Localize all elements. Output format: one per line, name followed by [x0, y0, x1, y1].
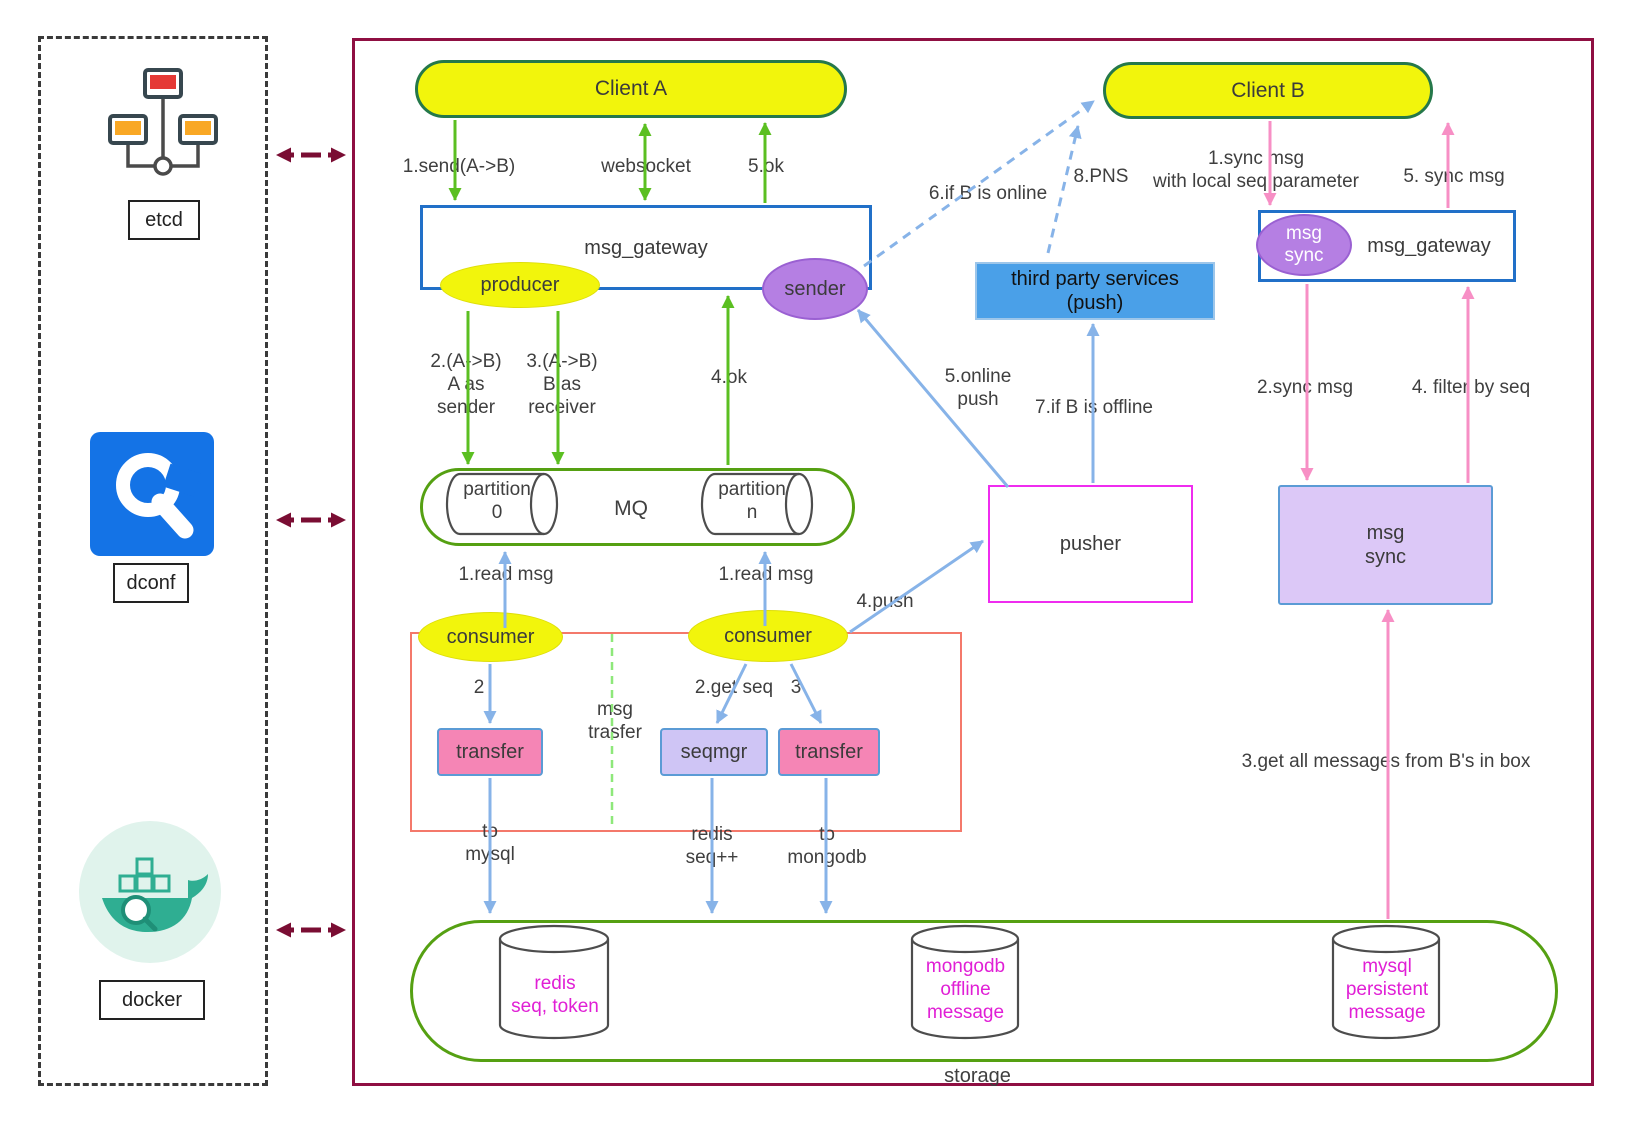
edge-filter-by-seq-label: 4. filter by seq	[1411, 377, 1531, 398]
storage-container	[410, 920, 1558, 1062]
infra-panel	[38, 36, 268, 1086]
consumer-right-node: consumer	[688, 610, 848, 662]
dconf-label: dconf	[113, 563, 189, 603]
edge-if-b-online-label: 6.if B is online	[928, 183, 1048, 204]
pusher-node: pusher	[988, 485, 1193, 603]
etcd-icon	[108, 68, 218, 176]
edge-read-msg-left-label: 1.read msg	[458, 564, 554, 585]
msg-trasfer-label: msg trasfer	[588, 699, 642, 744]
sender-node: sender	[762, 258, 868, 320]
third-party-services-node: third party services (push)	[975, 262, 1215, 320]
mq-label: MQ	[614, 497, 648, 520]
edge-step-3-label: 3	[790, 677, 802, 698]
etcd-label: etcd	[128, 200, 200, 240]
producer-node: producer	[440, 262, 600, 308]
edge-b-as-receiver-label: 3.(A->B) B as receiver	[526, 351, 598, 419]
edge-websocket-label: websocket	[601, 156, 691, 177]
transfer-right-node: transfer	[778, 728, 880, 776]
seqmgr-node: seqmgr	[660, 728, 768, 776]
client-b-node: Client B	[1103, 62, 1433, 119]
edge-send-ab-label: 1.send(A->B)	[402, 156, 516, 177]
docker-label: docker	[99, 980, 205, 1020]
edge-to-mysql-label: to mysql	[465, 821, 515, 866]
edge-get-all-messages-label: 3.get all messages from B's in box	[1241, 751, 1531, 772]
edge-read-msg-right-label: 1.read msg	[718, 564, 814, 585]
edge-sync-msg-2-label: 2.sync msg	[1256, 377, 1354, 398]
edge-get-seq-label: 2.get seq	[694, 677, 774, 698]
msg-sync-badge: msg sync	[1256, 214, 1352, 276]
consumer-left-node: consumer	[418, 612, 563, 662]
edge-to-mongodb-label: to mongodb	[787, 824, 867, 869]
edge-step-2-label: 2	[473, 677, 485, 698]
edge-a-as-sender-label: 2.(A->B) A as sender	[430, 351, 502, 419]
edge-online-push-label: 5.online push	[944, 366, 1012, 411]
edge-ok4-label: 4.ok	[711, 367, 747, 388]
edge-sync-msg-5-label: 5. sync msg	[1403, 166, 1505, 187]
edge-redis-seq-label: redis seq++	[685, 824, 739, 869]
edge-push-4-label: 4.push	[856, 591, 914, 612]
edge-if-b-offline-label: 7.if B is offline	[1035, 397, 1153, 418]
partition-n-label: partition n	[718, 479, 786, 524]
partition-0-label: partition 0	[463, 479, 531, 524]
msg-sync-node: msg sync	[1278, 485, 1493, 605]
mq-container	[420, 468, 855, 546]
dconf-icon	[90, 432, 214, 556]
client-a-node: Client A	[415, 60, 847, 118]
edge-sync-msg-1-label: 1.sync msg with local seq parameter	[1153, 148, 1359, 193]
docker-icon	[79, 821, 221, 963]
storage-label: storage	[944, 1065, 1011, 1087]
edge-ok5-label: 5.ok	[748, 156, 784, 177]
mysql-db-label: mysql persistent message	[1345, 956, 1429, 1024]
mongodb-db-label: mongodb offline message	[925, 956, 1006, 1024]
main-system-box	[352, 38, 1594, 1086]
transfer-left-node: transfer	[437, 728, 543, 776]
redis-db-label: redis seq, token	[511, 973, 599, 1018]
transfer-group-box	[410, 632, 962, 832]
